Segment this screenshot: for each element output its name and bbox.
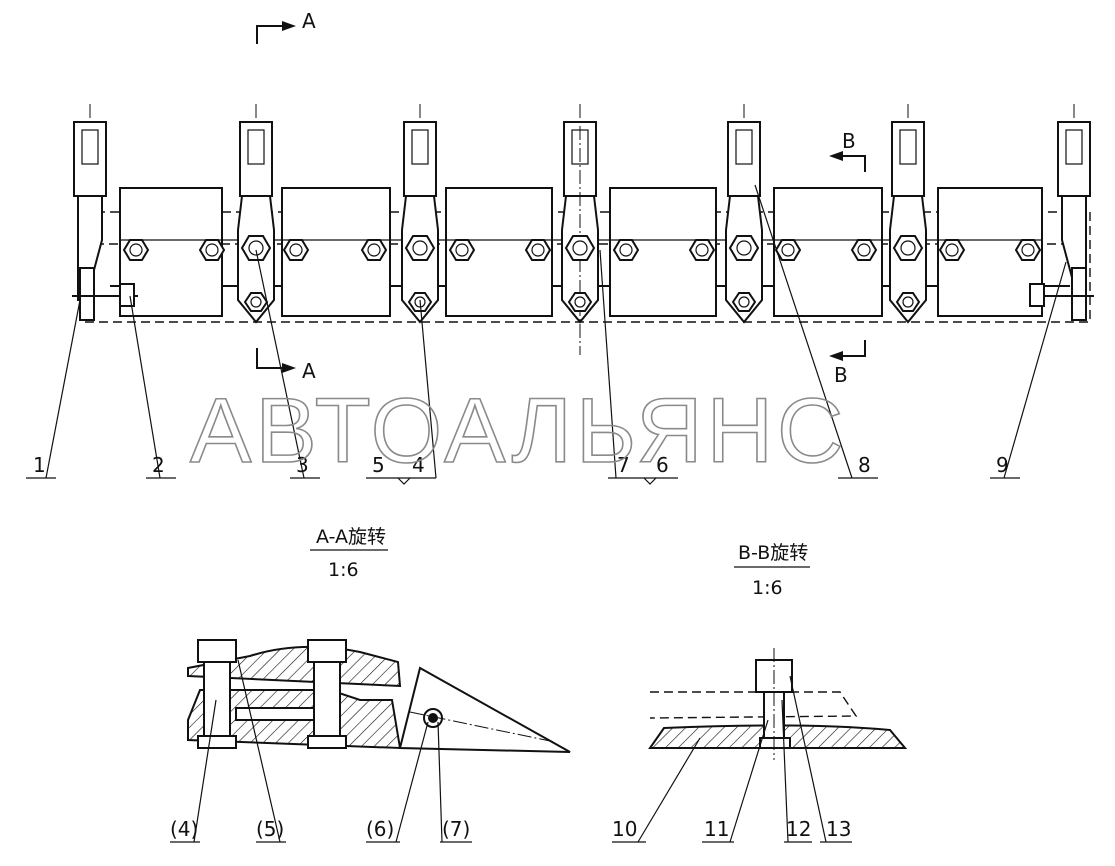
svg-text:B: B	[834, 363, 848, 387]
svg-text:B-B旋转: B-B旋转	[738, 542, 808, 564]
watermark: АВТОАЛЬЯНС	[190, 380, 848, 482]
svg-text:A-A旋转: A-A旋转	[316, 526, 386, 548]
guard-fingers	[73, 104, 1091, 355]
callout-3: 3	[296, 453, 309, 477]
callout-a-4: (4)	[170, 817, 198, 841]
callout-12: 12	[786, 817, 811, 841]
callout-7: 7	[617, 453, 630, 477]
callout-a-5: (5)	[256, 817, 284, 841]
svg-text:B: B	[842, 129, 856, 153]
section-b-title: B-B旋转 1:6	[734, 542, 810, 599]
section-b-callouts: 10 11 12 13	[612, 675, 852, 843]
callout-5: 5	[372, 453, 385, 477]
callout-11: 11	[704, 817, 729, 841]
section-marker-a-bottom: A	[256, 348, 316, 383]
main-callouts: 1 2 3 5 4 7 6 8 9	[26, 184, 1067, 485]
callout-13: 13	[826, 817, 851, 841]
section-marker-a-top: A	[256, 9, 316, 44]
callout-1: 1	[33, 453, 46, 477]
svg-text:A: A	[302, 359, 316, 383]
callout-10: 10	[612, 817, 637, 841]
finger-bolts	[240, 235, 924, 312]
callout-8: 8	[858, 453, 871, 477]
svg-text:A: A	[302, 9, 316, 33]
section-b-view	[648, 648, 908, 760]
callout-a-6: (6)	[366, 817, 394, 841]
section-a-view	[187, 639, 571, 753]
section-marker-b-bottom: B	[829, 340, 866, 387]
callout-4: 4	[412, 453, 425, 477]
callout-2: 2	[152, 453, 165, 477]
svg-text:1:6: 1:6	[328, 559, 359, 581]
svg-text:1:6: 1:6	[752, 577, 783, 599]
section-a-title: A-A旋转 1:6	[310, 526, 388, 581]
hex-nuts	[122, 239, 1042, 261]
callout-9: 9	[996, 453, 1009, 477]
end-clamp	[79, 267, 95, 321]
section-marker-b-top: B	[829, 129, 866, 172]
main-assembly-view	[72, 104, 1094, 355]
callout-a-7: (7)	[442, 817, 470, 841]
callout-6: 6	[656, 453, 669, 477]
end-clamp	[1071, 267, 1087, 321]
section-a-callouts: (4) (5) (6) (7)	[170, 659, 472, 843]
